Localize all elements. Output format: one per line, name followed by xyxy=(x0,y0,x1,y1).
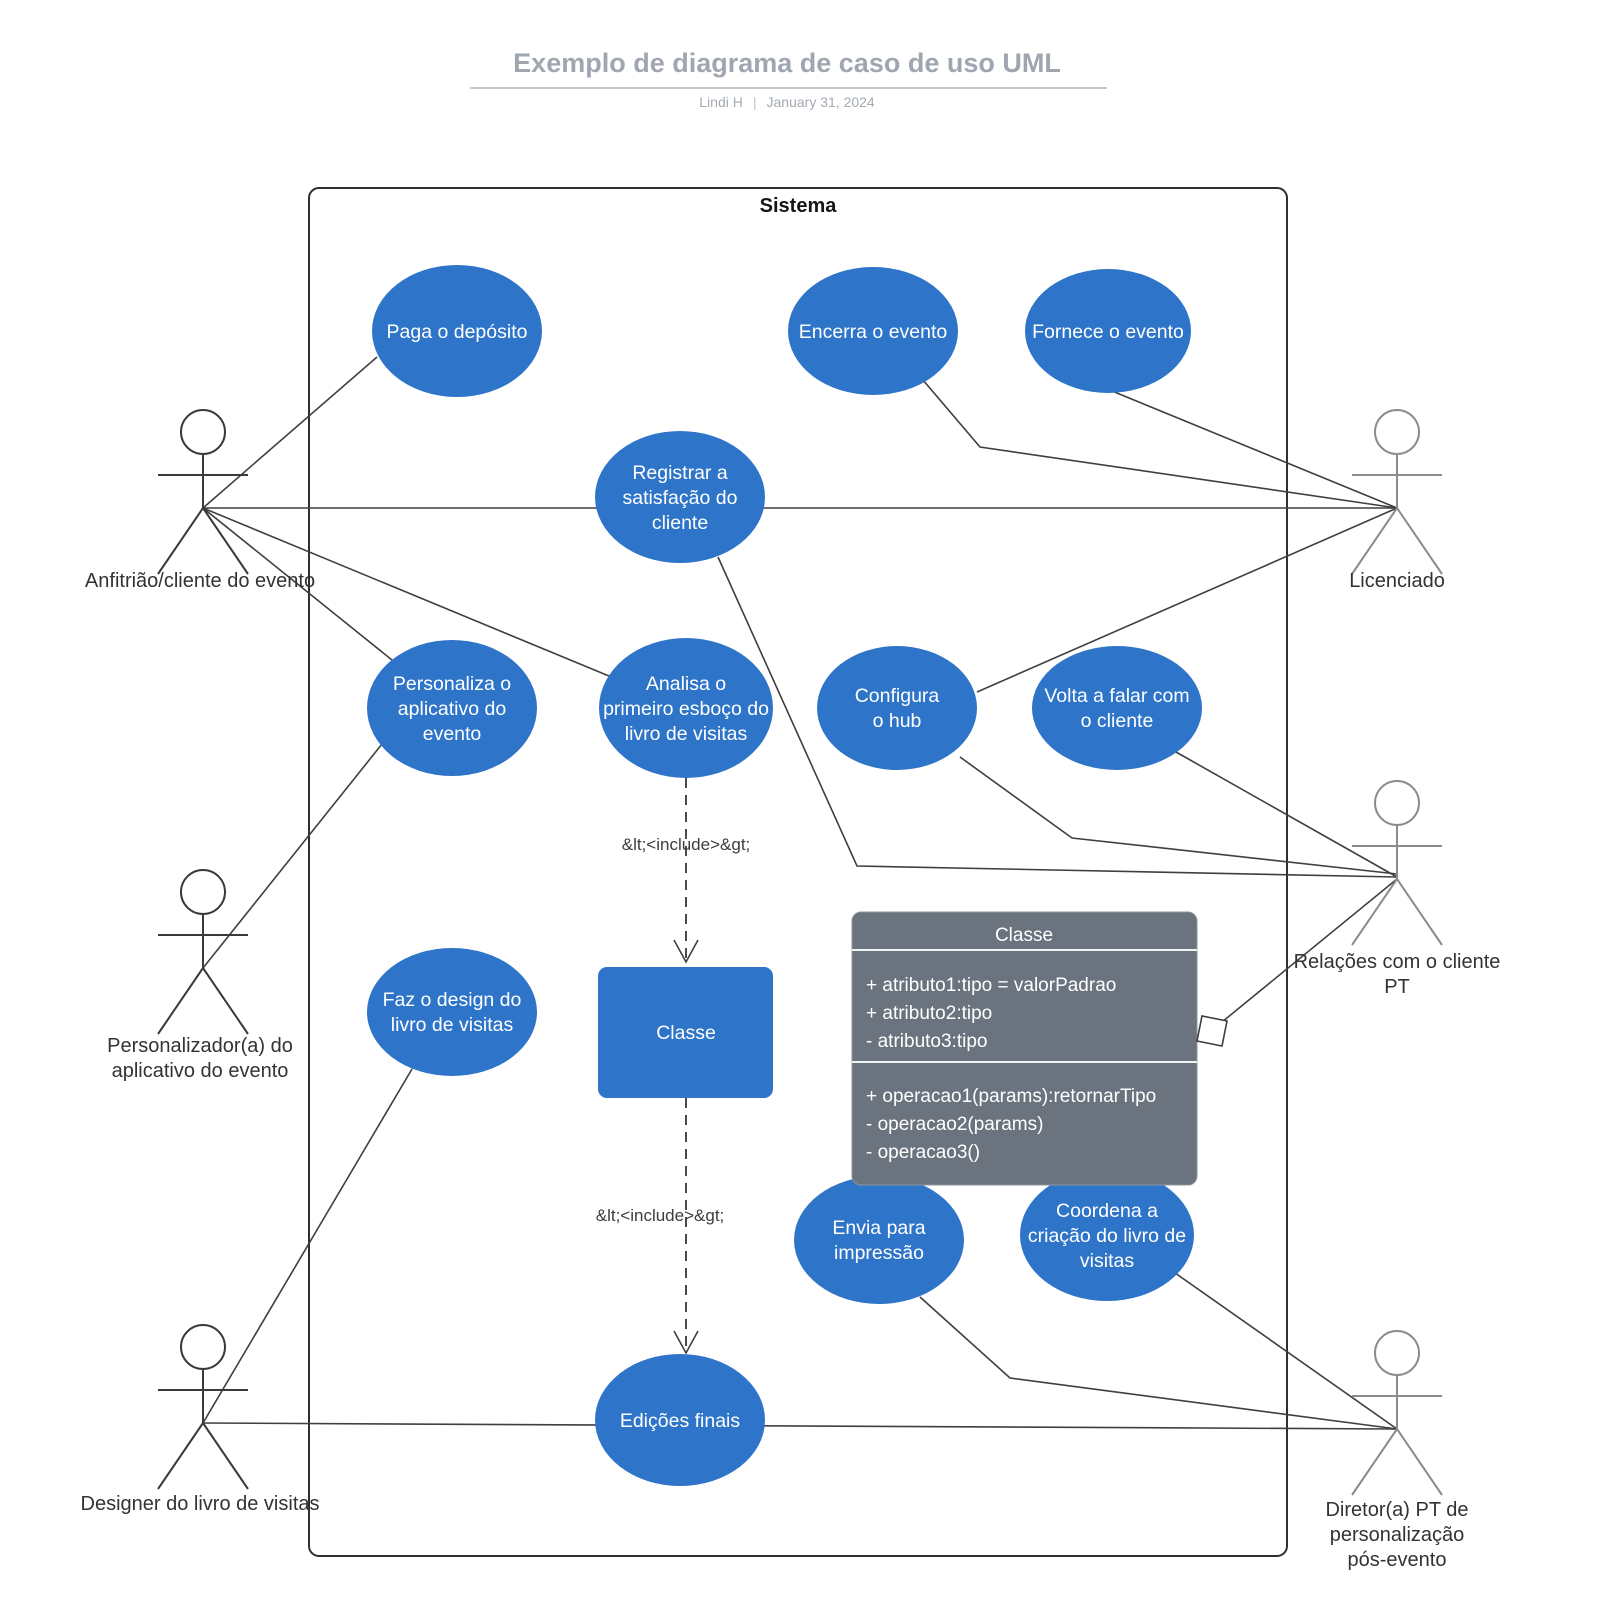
use-case-encerra-o-evento[interactable]: Encerra o evento xyxy=(788,267,958,395)
connector-coordena-diretor[interactable] xyxy=(1167,1267,1398,1430)
use-case-label: livro de visitas xyxy=(391,1014,514,1036)
connector-fornece-licenciado[interactable] xyxy=(1089,381,1398,509)
use-case-personaliza-aplicativo[interactable]: Personaliza o aplicativo do evento xyxy=(367,640,537,776)
connector-anchor-square[interactable] xyxy=(1196,1015,1228,1047)
actor-label-licenciado: Licenciado xyxy=(1349,570,1445,592)
use-case-paga-o-deposito[interactable]: Paga o depósito xyxy=(372,265,542,397)
page-title: Exemplo de diagrama de caso de uso UML xyxy=(513,48,1061,78)
uml-class-attribute: + atributo2:tipo xyxy=(866,1003,992,1024)
use-case-label: o cliente xyxy=(1081,710,1154,732)
actor-label-designer: Designer do livro de visitas xyxy=(81,1493,320,1515)
include-label-1: &lt;<include>&gt; xyxy=(622,835,751,854)
use-case-label: Configura xyxy=(855,685,940,707)
use-case-label: Analisa o xyxy=(646,673,726,695)
uml-class-operation: - operacao2(params) xyxy=(866,1114,1043,1135)
connector-anfitriao-paga[interactable] xyxy=(202,356,378,509)
use-case-label: livro de visitas xyxy=(625,723,748,745)
actor-diretor[interactable] xyxy=(1351,1330,1443,1496)
arrowhead-icon xyxy=(673,939,699,964)
actor-designer[interactable] xyxy=(157,1324,249,1490)
actor-relacoes[interactable] xyxy=(1351,780,1443,946)
use-case-faz-design[interactable]: Faz o design do livro de visitas xyxy=(367,948,537,1076)
use-case-label: Envia para xyxy=(832,1217,925,1239)
use-case-label: criação do livro de xyxy=(1028,1225,1186,1247)
use-case-label: visitas xyxy=(1080,1250,1134,1272)
author-name: Lindi H xyxy=(699,94,743,110)
use-case-label: Personaliza o xyxy=(393,673,511,695)
include-label-2: &lt;<include>&gt; xyxy=(596,1206,725,1225)
use-case-label: Fornece o evento xyxy=(1032,321,1184,343)
arrowhead-icon xyxy=(673,1330,699,1355)
use-case-registrar-satisfacao[interactable]: Registrar a satisfação do cliente xyxy=(595,431,765,563)
use-case-fornece-o-evento[interactable]: Fornece o evento xyxy=(1025,269,1191,393)
connector-registrar-relacoes[interactable] xyxy=(717,556,1398,878)
uml-class-attribute: + atributo1:tipo = valorPadrao xyxy=(866,975,1116,996)
diagram-header: Exemplo de diagrama de caso de uso UML L… xyxy=(470,48,1107,110)
use-case-label: cliente xyxy=(652,512,708,534)
uml-class-box[interactable]: Classe + atributo1:tipo = valorPadrao + … xyxy=(851,911,1198,1186)
use-case-analisa-esboco[interactable]: Analisa o primeiro esboço do livro de vi… xyxy=(599,638,773,778)
connector-volta-relacoes[interactable] xyxy=(1175,751,1398,878)
uml-class-attribute: - atributo3:tipo xyxy=(866,1031,987,1052)
connector-anfitriao-personaliza[interactable] xyxy=(202,507,393,661)
class-rectangle-label: Classe xyxy=(656,1022,716,1044)
use-case-label: Volta a falar com xyxy=(1044,685,1189,707)
use-case-label: aplicativo do xyxy=(398,698,507,720)
actor-label-personalizador: aplicativo do evento xyxy=(112,1060,289,1082)
connector-configura-relacoes[interactable] xyxy=(959,756,1398,875)
connector-designer-faz[interactable] xyxy=(202,1068,413,1424)
byline-separator: | xyxy=(753,94,757,110)
connector-designer-edicoes-diretor[interactable] xyxy=(202,1422,1398,1430)
uml-class-operation: - operacao3() xyxy=(866,1142,980,1163)
use-case-label: Edições finais xyxy=(620,1410,741,1432)
use-case-coordena-criacao[interactable]: Coordena a criação do livro de visitas xyxy=(1020,1169,1194,1301)
actor-personalizador[interactable] xyxy=(157,869,249,1035)
use-case-label: Encerra o evento xyxy=(799,321,948,343)
actor-label-diretor: personalização xyxy=(1330,1524,1465,1546)
system-label: Sistema xyxy=(760,195,838,217)
actor-label-personalizador: Personalizador(a) do xyxy=(107,1035,293,1057)
use-case-label: impressão xyxy=(834,1242,924,1264)
actor-anfitriao[interactable] xyxy=(157,409,249,575)
use-case-label: Coordena a xyxy=(1056,1200,1158,1222)
actor-label-relacoes: Relações com o cliente xyxy=(1294,951,1501,973)
use-case-label: evento xyxy=(423,723,482,745)
include-arrow-classe-edicoes[interactable] xyxy=(673,1098,699,1355)
use-case-volta-a-falar[interactable]: Volta a falar com o cliente xyxy=(1032,646,1202,770)
actor-label-diretor: Diretor(a) PT de xyxy=(1325,1499,1468,1521)
connector-relacoes-classe[interactable] xyxy=(1221,878,1398,1023)
actor-label-relacoes: PT xyxy=(1384,976,1410,998)
use-case-label: Faz o design do xyxy=(383,989,522,1011)
connector-anfitriao-analisa[interactable] xyxy=(202,507,610,677)
actor-label-anfitriao: Anfitrião/cliente do evento xyxy=(85,570,315,592)
connector-licenciado-configura[interactable] xyxy=(976,507,1398,693)
use-case-label: satisfação do xyxy=(623,487,738,509)
uml-class-title: Classe xyxy=(995,925,1053,946)
use-case-label: primeiro esboço do xyxy=(603,698,769,720)
use-case-label: o hub xyxy=(873,710,922,732)
class-rectangle[interactable]: Classe xyxy=(598,967,773,1098)
include-arrow-analisa-classe[interactable] xyxy=(673,778,699,964)
use-case-envia-impressao[interactable]: Envia para impressão xyxy=(794,1176,964,1304)
connector-envia-diretor[interactable] xyxy=(919,1296,1398,1430)
date: January 31, 2024 xyxy=(767,94,875,110)
use-case-configura-hub[interactable]: Configura o hub xyxy=(817,646,977,770)
actor-licenciado[interactable] xyxy=(1351,409,1443,575)
byline: Lindi H | January 31, 2024 xyxy=(699,94,875,110)
use-case-edicoes-finais[interactable]: Edições finais xyxy=(595,1354,765,1486)
uml-class-operation: + operacao1(params):retornarTipo xyxy=(866,1086,1156,1107)
connectors xyxy=(202,356,1398,1430)
use-case-label: Paga o depósito xyxy=(387,321,528,343)
connector-encerra-licenciado[interactable] xyxy=(916,372,1398,509)
connector-personalizador-personaliza[interactable] xyxy=(202,743,383,969)
actor-label-diretor: pós-evento xyxy=(1348,1549,1447,1571)
use-case-label: Registrar a xyxy=(632,462,728,484)
